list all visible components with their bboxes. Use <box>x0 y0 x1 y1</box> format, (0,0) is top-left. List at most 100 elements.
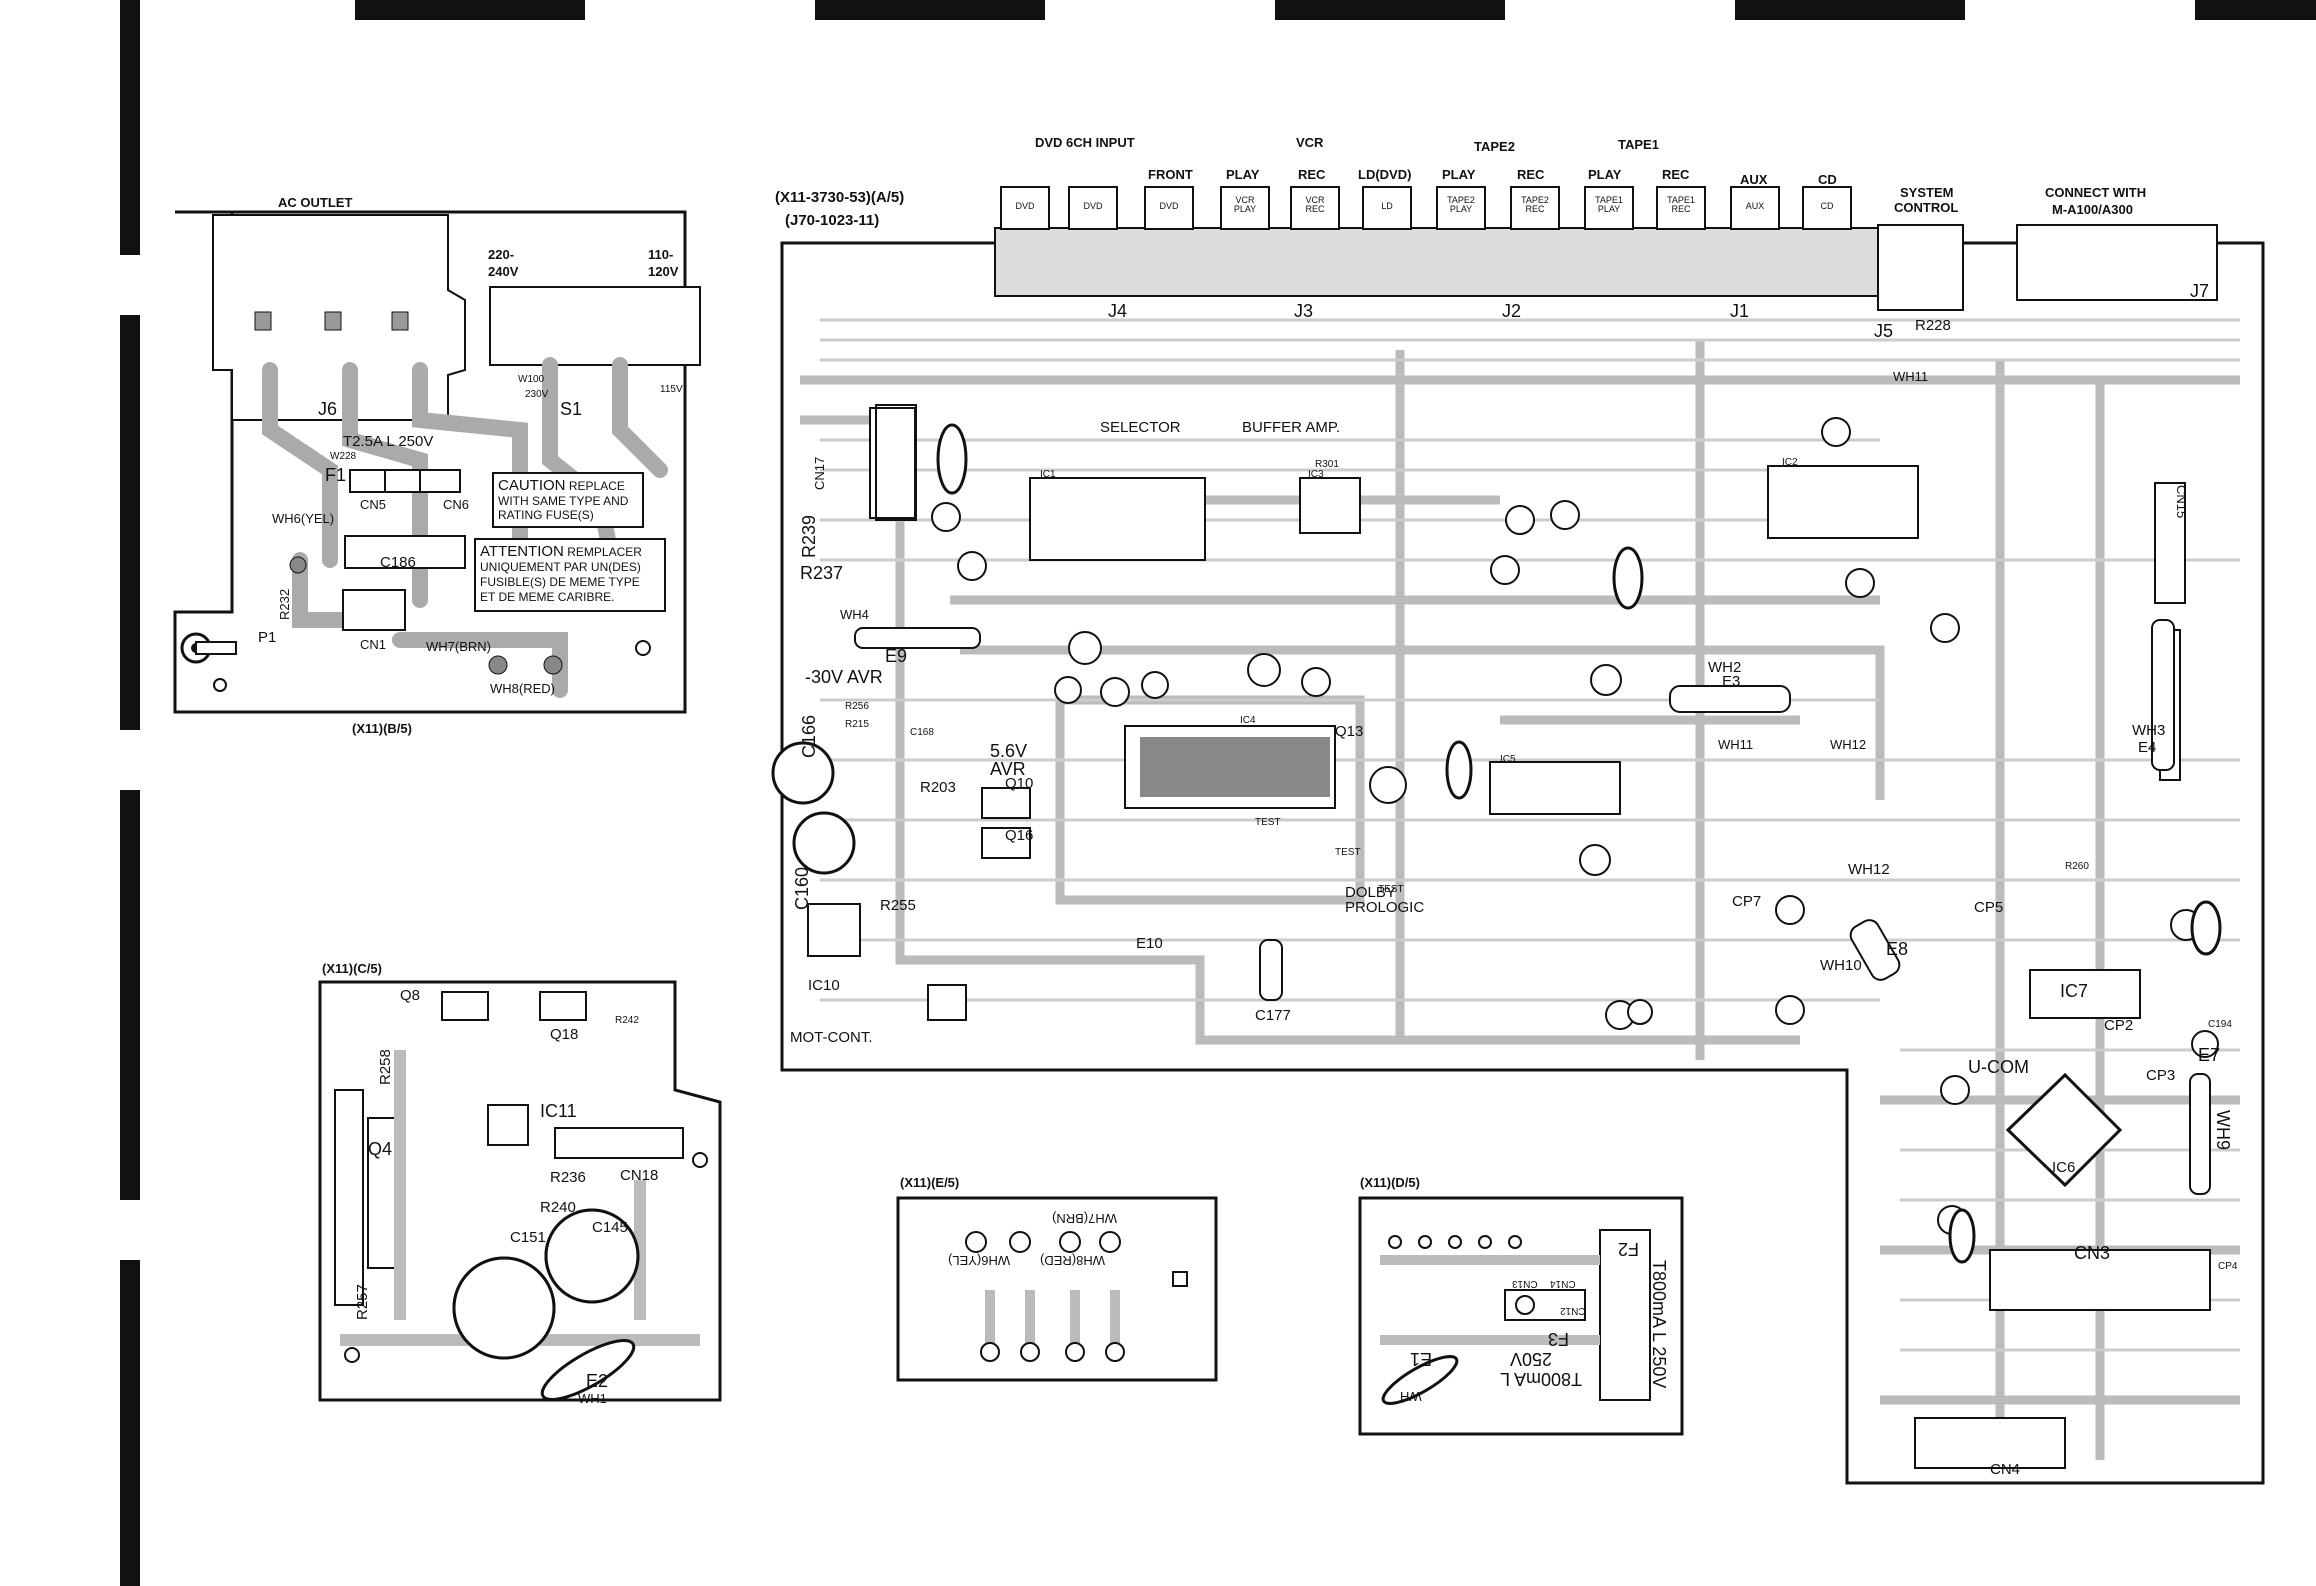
prologic-label: PROLOGIC <box>1345 899 1425 916</box>
test3-label: TEST <box>1378 884 1404 895</box>
ic5-label: IC5 <box>1500 754 1516 765</box>
ic4-label: IC4 <box>1240 715 1256 726</box>
cp3-label: CP3 <box>2146 1067 2176 1084</box>
voltage-120-label: 120V <box>648 264 679 279</box>
caution-box: CAUTION REPLACE WITH SAME TYPE AND RATIN… <box>492 472 644 528</box>
voltage-220-label: 220- <box>488 247 515 262</box>
ac-outlet-label: AC OUTLET <box>278 195 353 210</box>
e10-label: E10 <box>1136 935 1163 952</box>
voltage-110-label: 110- <box>648 247 674 262</box>
aux-label: AUX <box>1740 172 1768 187</box>
ld-dvd-label: LD(DVD) <box>1358 167 1412 182</box>
e5-wh7-label: WH7(BRN) <box>1052 1211 1117 1226</box>
cp7-label: CP7 <box>1732 893 1762 910</box>
fuse-b-label: T800mA L <box>1500 1369 1583 1389</box>
c186-label: C186 <box>380 554 416 571</box>
r257-label: R257 <box>354 1284 371 1320</box>
dolby-label: DOLBY <box>1345 884 1396 901</box>
buffer-amp-label: BUFFER AMP. <box>1242 419 1341 436</box>
wh11-label: WH11 <box>1893 369 1929 384</box>
j1-label: J1 <box>1730 301 1750 321</box>
cn17-label: CN17 <box>812 456 827 490</box>
front-label: FRONT <box>1148 167 1193 182</box>
j6-label: J6 <box>318 399 338 419</box>
cn12-label: CN12 <box>1560 1305 1586 1316</box>
jack-aux: AUX <box>1730 186 1780 230</box>
c177-label: C177 <box>1255 1007 1291 1024</box>
attention-line3: FUSIBLE(S) DE MEME TYPE <box>480 575 640 589</box>
wh6-label: WH6(YEL) <box>272 511 335 526</box>
q18-label: Q18 <box>550 1026 579 1043</box>
wh12-lower-label: WH12 <box>1848 861 1890 878</box>
w228-label: W228 <box>330 451 357 462</box>
cp2-label: CP2 <box>2104 1017 2134 1034</box>
cn3-label: CN3 <box>2074 1243 2111 1263</box>
control-label: CONTROL <box>1894 200 1959 215</box>
tape1-rec-label: REC <box>1662 167 1690 182</box>
board-d5-label: (X11)(D/5) <box>1360 1175 1420 1190</box>
f1-label: F1 <box>325 465 347 485</box>
e5-wh8-label: WH8(RED) <box>1040 1253 1105 1268</box>
q10-label: Q10 <box>1005 775 1034 792</box>
attention-title: ATTENTION <box>480 543 564 560</box>
e3-label: E3 <box>1722 673 1741 690</box>
wh10-label: WH10 <box>1820 957 1862 974</box>
v115-label: 115V <box>660 384 683 395</box>
w100-label: W100 <box>518 374 545 385</box>
wh7-label: WH7(BRN) <box>426 639 491 654</box>
j5-label: J5 <box>1874 321 1894 341</box>
attention-tail: REMPLACER <box>567 545 642 559</box>
cn14-label: CN14 <box>1550 1278 1576 1289</box>
attention-box: ATTENTION REMPLACER UNIQUEMENT PAR UN(DE… <box>474 538 666 612</box>
wh11-main-label: WH11 <box>1718 737 1754 752</box>
tape1-label: TAPE1 <box>1618 137 1659 152</box>
wh4-label: WH4 <box>840 607 869 622</box>
caution-title: CAUTION <box>498 477 566 494</box>
voltage-240-label: 240V <box>488 264 519 279</box>
c151-label: C151 <box>510 1229 546 1246</box>
dvd6ch-label: DVD 6CH INPUT <box>1035 135 1135 150</box>
tape2-play-label: PLAY <box>1442 167 1476 182</box>
cn13-label: CN13 <box>1512 1278 1538 1289</box>
j4-label: J4 <box>1108 301 1128 321</box>
e5-wh6-label: WH6(YEL) <box>948 1253 1011 1268</box>
avr56-label: 5.6V <box>990 741 1028 761</box>
test2-label: TEST <box>1335 847 1361 858</box>
avr30-label: -30V AVR <box>805 667 883 687</box>
tape2-label: TAPE2 <box>1474 139 1515 154</box>
s1-label: S1 <box>560 399 583 419</box>
fuse-rating-label: T2.5A L 250V <box>343 433 434 450</box>
tape1-play-label: PLAY <box>1588 167 1622 182</box>
system-label: SYSTEM <box>1900 185 1954 200</box>
wh12-label: WH12 <box>1830 737 1867 752</box>
r232-label: R232 <box>277 588 292 620</box>
mot-cont-label: MOT-CONT. <box>790 1029 873 1046</box>
r258-label: R258 <box>377 1049 394 1085</box>
tape2-rec-label: REC <box>1517 167 1545 182</box>
wh8-label: WH8(RED) <box>490 681 555 696</box>
fuse-a-label: T800mA L 250V <box>1649 1260 1669 1389</box>
ic10-label: IC10 <box>808 977 840 994</box>
cn6-label: CN6 <box>443 497 470 512</box>
p1-label: P1 <box>258 629 277 646</box>
fuse-b2-label: 250V <box>1510 1349 1553 1369</box>
v230-label: 230V <box>525 389 549 400</box>
caution-line3: RATING FUSE(S) <box>498 508 594 522</box>
ic11-label: IC11 <box>540 1101 577 1121</box>
jack-dvd-2: DVD <box>1068 186 1118 230</box>
c160-label: C160 <box>792 866 812 910</box>
vcr-play-label: PLAY <box>1226 167 1260 182</box>
d5-wh-label: WH <box>1400 1389 1422 1404</box>
vcr-label: VCR <box>1296 135 1324 150</box>
connect-with-label: CONNECT WITH <box>2045 185 2147 200</box>
q16-label: Q16 <box>1005 827 1034 844</box>
avr56-avr-label: AVR <box>990 759 1026 779</box>
ucom-label: U-COM <box>1968 1057 2029 1077</box>
d5-e1-label: E1 <box>1410 1349 1433 1369</box>
wh9-label: WH9 <box>2213 1110 2233 1150</box>
r242-label: R242 <box>615 1015 639 1026</box>
cd-label: CD <box>1818 172 1837 187</box>
cn5-label: CN5 <box>360 497 387 512</box>
